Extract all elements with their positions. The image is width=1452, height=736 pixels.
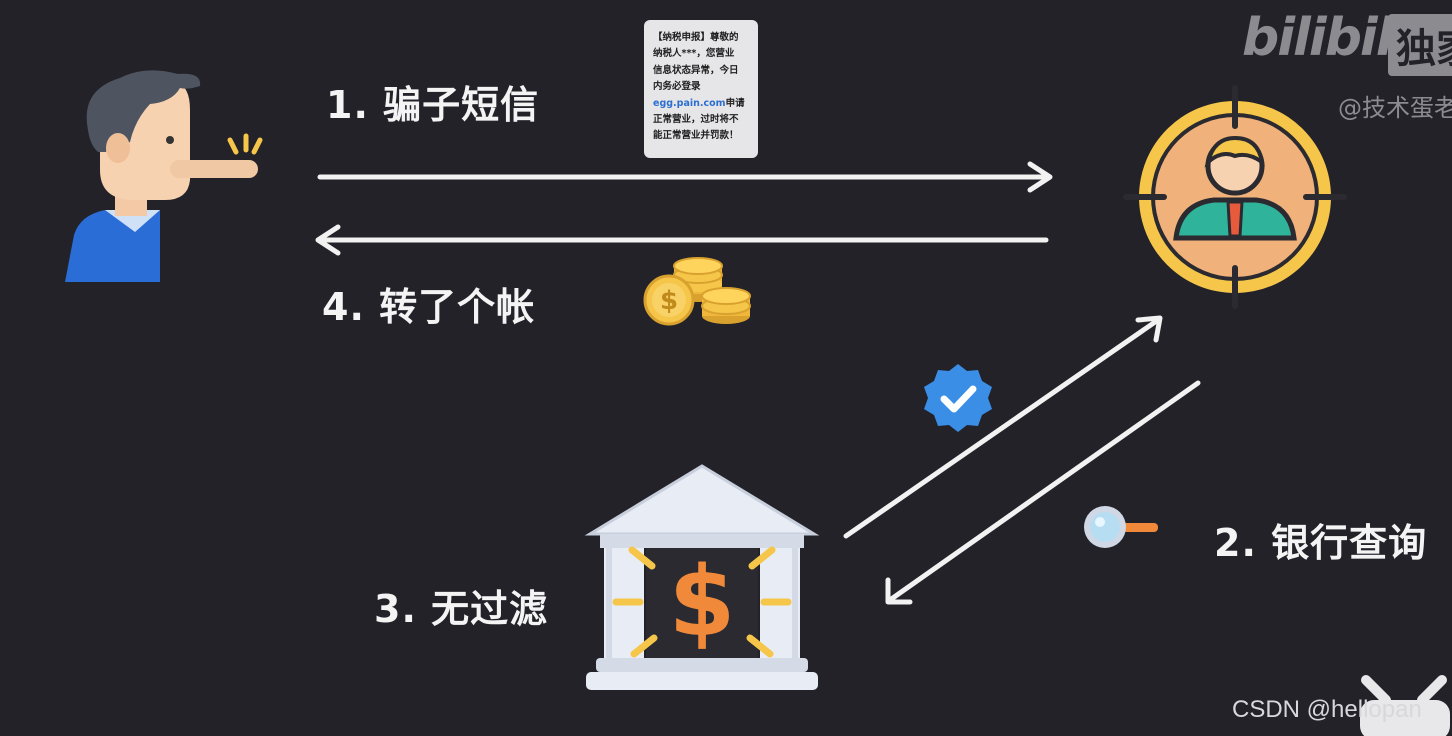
svg-text:$: $ [660, 286, 678, 316]
target-person-icon [1123, 85, 1347, 309]
sms-message-card: 【纳税申报】尊敬的 纳税人***，您营业 信息状态异常，今日 内务必登录 egg… [644, 20, 758, 158]
sms-line-with-link: egg.pain.com申请 [653, 96, 750, 112]
sms-line: 【纳税申报】尊敬的 [653, 32, 739, 43]
sms-line: 正常营业，过时将不 [653, 114, 739, 126]
step-4-label: 4. 转了个帐 [322, 285, 536, 329]
step-1-label: 1. 骗子短信 [326, 83, 540, 127]
scammer-icon [65, 70, 263, 282]
csdn-watermark: CSDN @hellopan [1232, 696, 1422, 723]
sms-line: 信息状态异常，今日 [653, 64, 739, 76]
magnifier-icon [1084, 506, 1158, 548]
tv-logo-icon [1360, 675, 1450, 736]
sms-line: 纳税人***，您营业 [653, 48, 735, 60]
step-2-label: 2. 银行查询 [1214, 521, 1428, 565]
svg-text:$: $ [669, 546, 736, 658]
bank-icon: $ [584, 464, 820, 690]
bilibili-logo: bilibili [1242, 8, 1409, 68]
phishing-link: egg.pain.com [653, 97, 726, 109]
step-3-label: 3. 无过滤 [374, 587, 549, 631]
sms-line: 内务必登录 [653, 81, 701, 93]
sms-text: 申请 [725, 97, 745, 109]
author-handle: @技术蛋老 [1338, 94, 1452, 122]
exclusive-badge: 独家 [1388, 14, 1452, 76]
coins-icon: $ [643, 257, 751, 326]
sms-line: 能正常营业并罚款！ [653, 130, 739, 142]
verified-check-icon [924, 364, 992, 432]
